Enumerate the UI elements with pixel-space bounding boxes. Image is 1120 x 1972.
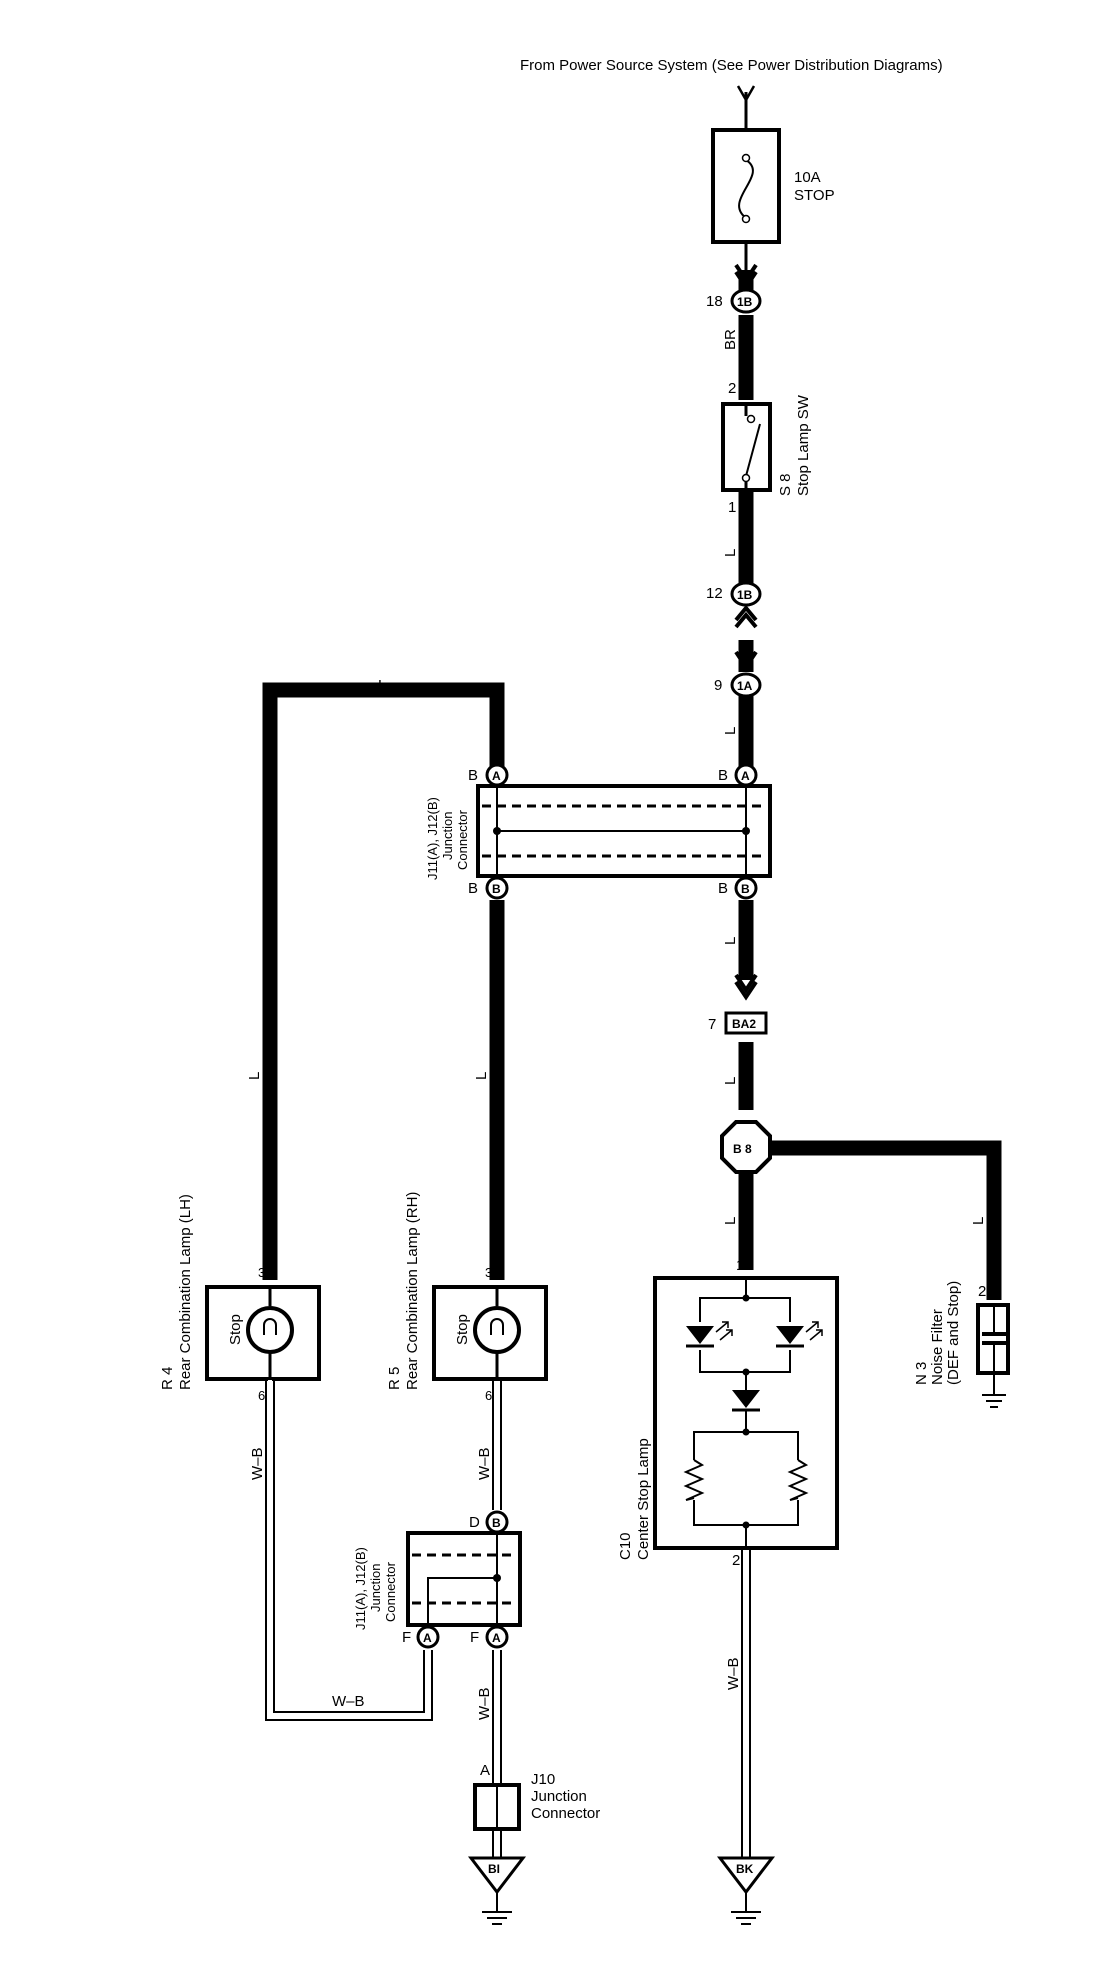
conn-1b-12-id: 1B xyxy=(737,588,753,602)
nf-name: Noise Filter xyxy=(929,1309,946,1385)
jbot-line3: Connector xyxy=(383,1561,398,1622)
lh-code: R 4 xyxy=(159,1367,176,1390)
nf-pin: 2 xyxy=(978,1283,986,1300)
wire-wb-label-j10: W–B xyxy=(476,1687,493,1720)
splice-b8: B 8 xyxy=(720,1120,772,1174)
ba2-id: BA2 xyxy=(732,1017,756,1031)
jtop-pin-letter-l2: B xyxy=(468,880,478,897)
rh-pin-bottom: 6 xyxy=(485,1388,492,1403)
jtop-pin-b-left: B xyxy=(492,882,501,896)
wire-wb-label-lh: W–B xyxy=(249,1447,266,1480)
conn-1b-12-pin: 12 xyxy=(706,585,723,602)
jtop-pin-letter-l1: B xyxy=(468,767,478,784)
conn-1a-9-pin: 9 xyxy=(714,677,722,694)
j10-code: J10 xyxy=(531,1771,555,1788)
j10-junction-connector: A J10 Junction Connector xyxy=(473,1762,600,1831)
wire-wb-label-bottom: W–B xyxy=(332,1693,365,1710)
jtop-pin-b-right: B xyxy=(741,882,750,896)
rh-pin-top: 3 xyxy=(485,1265,492,1280)
jbot-pin-a-left: A xyxy=(423,1631,432,1645)
jtop-pin-a-right: A xyxy=(741,769,750,783)
csl-code: C10 xyxy=(617,1532,634,1560)
connector-1b-18: 18 1B xyxy=(706,288,762,314)
conn-1a-9-id: 1A xyxy=(737,679,753,693)
jbot-pin-a-right: A xyxy=(492,1631,501,1645)
wire-wb-label-rh: W–B xyxy=(476,1447,493,1480)
lh-pin-top: 3 xyxy=(258,1265,265,1280)
sw-pin-bottom: 1 xyxy=(728,499,736,516)
center-stop-lamp: 1 2 C10 xyxy=(617,1257,839,1569)
nf-code: N 3 xyxy=(913,1362,930,1385)
j10-name2: Connector xyxy=(531,1805,600,1822)
wire-l-label-lh: L xyxy=(246,1072,263,1080)
jtop-line2: Junction xyxy=(440,812,455,860)
wire-l-label-2: L xyxy=(722,727,739,735)
j10-name: Junction xyxy=(531,1788,587,1805)
jbot-line1: J11(A), J12(B) xyxy=(353,1547,368,1630)
noise-filter: 2 N 3 Noise Filter (DEF and Stop) xyxy=(913,1281,1010,1408)
csl-pin-top: 1 xyxy=(736,1257,744,1274)
wire-l-label-rh: L xyxy=(473,1072,490,1080)
j10-pin: A xyxy=(480,1762,490,1779)
wire-l-label-6: L xyxy=(970,1217,987,1225)
jbot-pin-f-right: F xyxy=(470,1629,479,1646)
sw-code: S 8 xyxy=(777,473,794,496)
lh-name: Rear Combination Lamp (LH) xyxy=(177,1194,194,1390)
fuse-10a: 10A STOP xyxy=(711,128,835,244)
jbot-pin-f-left: F xyxy=(402,1629,411,1646)
ground-bk-label: BK xyxy=(736,1862,754,1876)
fuse-rating: 10A xyxy=(794,169,821,186)
jtop-pin-letter-r2: B xyxy=(718,880,728,897)
ground-bi: BI xyxy=(467,1856,527,1925)
wb-wires xyxy=(265,1380,751,1858)
wire-l-label-top: L xyxy=(378,677,386,694)
conn-1b-18-pin: 18 xyxy=(706,293,723,310)
rh-inner: Stop xyxy=(454,1314,471,1345)
nf-sub: (DEF and Stop) xyxy=(945,1281,962,1385)
wire-l-label-3: L xyxy=(722,937,739,945)
junction-connector-top: B A B A B B B B J11(A), J12(B) Junction … xyxy=(425,763,772,900)
connector-1b-12: 12 1B xyxy=(706,581,762,607)
lh-inner: Stop xyxy=(227,1314,244,1345)
junction-connector-bottom: D B F A F A J11(A), J12(B) Junction Conn… xyxy=(353,1510,522,1649)
rear-combination-lamp-rh: 3 Stop 6 R 5 Rear Combination Lamp (RH) xyxy=(386,1192,548,1403)
source-note: From Power Source System (See Power Dist… xyxy=(520,57,943,74)
jtop-line3: Connector xyxy=(455,809,470,870)
connector-ba2: 7 BA2 xyxy=(708,1011,768,1035)
conn-1b-18-id: 1B xyxy=(737,295,753,309)
jbot-pin-d: D xyxy=(469,1514,480,1531)
ground-bi-label: BI xyxy=(488,1862,500,1876)
jbot-line2: Junction xyxy=(368,1564,383,1612)
rear-combination-lamp-lh: 3 Stop 6 R 4 Rear Combination Lamp (LH) xyxy=(159,1194,321,1403)
stop-lamp-switch: 2 1 S 8 Stop Lamp SW xyxy=(721,380,812,516)
ba2-pin: 7 xyxy=(708,1016,716,1033)
sw-pin-top: 2 xyxy=(728,380,736,397)
jbot-pin-b: B xyxy=(492,1516,501,1530)
wire-wb-label-csl: W–B xyxy=(725,1657,742,1690)
b8-id: B 8 xyxy=(733,1142,752,1156)
rh-name: Rear Combination Lamp (RH) xyxy=(404,1192,421,1390)
wire-l-label-4: L xyxy=(722,1077,739,1085)
rh-code: R 5 xyxy=(386,1367,403,1390)
jtop-pin-letter-r1: B xyxy=(718,767,728,784)
jtop-line1: J11(A), J12(B) xyxy=(425,797,440,880)
fuse-name: STOP xyxy=(794,187,835,204)
csl-name: Center Stop Lamp xyxy=(635,1438,652,1560)
wire-l-label-5: L xyxy=(722,1217,739,1225)
connector-1a-9: 9 1A xyxy=(714,672,762,698)
wire-l-label-1: L xyxy=(722,549,739,557)
wire-br-label: BR xyxy=(722,329,739,350)
sw-name: Stop Lamp SW xyxy=(795,394,812,496)
l-wires xyxy=(262,270,1002,1300)
lh-pin-bottom: 6 xyxy=(258,1388,265,1403)
ground-bk: BK xyxy=(716,1856,776,1925)
jtop-pin-a-left: A xyxy=(492,769,501,783)
csl-pin-bottom: 2 xyxy=(732,1552,740,1569)
